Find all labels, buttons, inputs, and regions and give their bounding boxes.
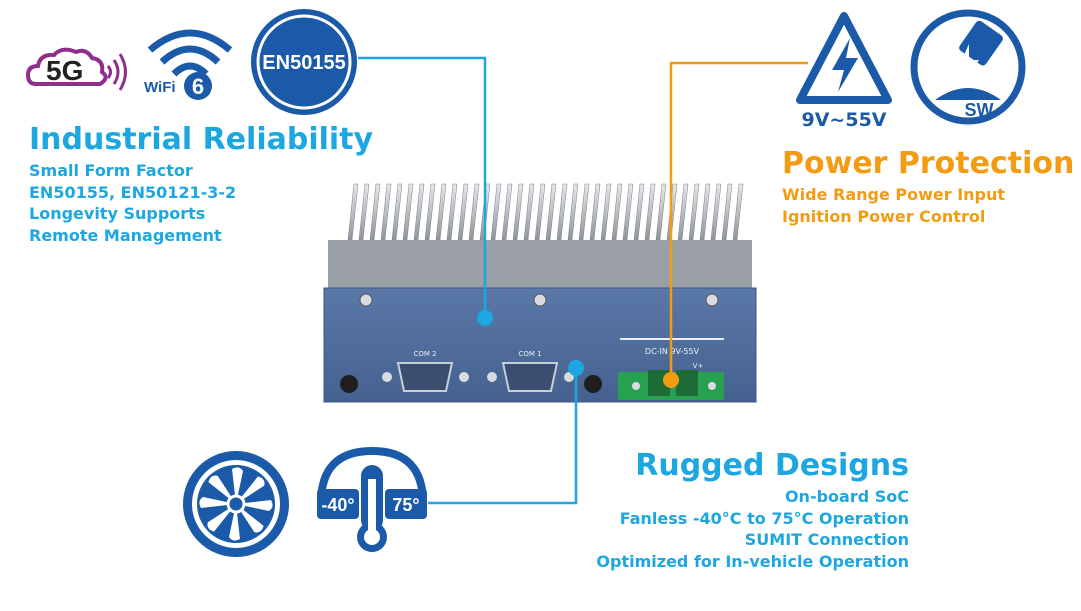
5g-cloud-icon: 5G: [25, 47, 127, 91]
fan-blade: [208, 475, 236, 504]
en50155-badge-icon: EN50155: [251, 9, 357, 115]
fanless-icon: [183, 451, 289, 557]
feature-item: Small Form Factor: [29, 161, 193, 180]
feature-item: EN50155, EN50121-3-2: [29, 182, 237, 202]
heatsink-fin: [523, 183, 535, 241]
5g-label: 5G: [46, 55, 83, 86]
feature-item: Longevity Supports: [29, 204, 206, 223]
feature-item: Optimized for In-vehicle Operation: [596, 551, 909, 571]
heatsink-fin: [721, 183, 733, 241]
heatsink-fin: [710, 183, 722, 241]
com2-label: COM 2: [413, 350, 436, 358]
voltage-warning-icon: [796, 12, 892, 104]
vplus-label: V+: [693, 362, 704, 370]
heatsink-fins: [347, 183, 744, 241]
fan-blade: [229, 504, 240, 541]
en50155-label: EN50155: [262, 52, 345, 74]
heatsink-fin: [347, 183, 359, 241]
heatsink-fin: [611, 183, 623, 241]
screw: [359, 293, 373, 307]
voltage-range-label: 9V~55V: [801, 109, 887, 131]
com1-port: [487, 362, 574, 392]
fan-blade: [236, 500, 273, 511]
heatsink-fin: [369, 183, 381, 241]
dc-in-label: DC-IN 9V-55V: [645, 347, 700, 356]
heatsink-fin: [457, 183, 469, 241]
power-connector-dot: [663, 372, 679, 388]
fan-blades: [199, 467, 273, 541]
screw: [705, 293, 719, 307]
heatsink-fin: [413, 183, 425, 241]
feature-item: Remote Management: [29, 225, 222, 245]
wifi6-icon: WiFi 6: [144, 29, 233, 100]
industrial-reliability-features: Small Form Factor EN50155, EN50121-3-2 L…: [29, 160, 236, 246]
power-protection-features: Wide Range Power Input Ignition Power Co…: [782, 184, 1005, 227]
power-connector: [669, 61, 808, 380]
heatsink-fin: [578, 183, 590, 241]
heatsink-fin: [556, 183, 568, 241]
antenna-plug: [340, 375, 358, 393]
feature-item: Wide Range Power Input: [782, 185, 1006, 204]
heatsink-fin: [644, 183, 656, 241]
heatsink-fin: [688, 183, 700, 241]
wifi-version-label: 6: [192, 74, 204, 99]
com2-port: [382, 362, 469, 392]
ignition-switch-icon: SW: [910, 9, 1026, 125]
rugged-designs-features: On-board SoC Fanless -40°C to 75°C Opera…: [596, 486, 909, 572]
wifi-label: WiFi: [144, 79, 176, 96]
com1-label: COM 1: [518, 350, 541, 358]
reliability-connector: [358, 56, 487, 318]
fan-blade: [236, 476, 265, 504]
feature-item: SUMIT Connection: [744, 530, 909, 549]
heatsink-fin: [600, 183, 612, 241]
antenna-plug: [584, 375, 602, 393]
temp-low-label: -40°: [321, 495, 354, 515]
heatsink-fin: [468, 183, 480, 241]
heatsink-fin: [402, 183, 414, 241]
heatsink-fin: [446, 183, 458, 241]
reliability-connector-dot: [477, 310, 493, 326]
screw: [533, 293, 547, 307]
feature-item: On-board SoC: [784, 487, 909, 506]
heatsink-base: [328, 240, 752, 292]
heatsink-fin: [501, 183, 513, 241]
rugged-connector: [428, 368, 578, 505]
heatsink-fin: [732, 183, 744, 241]
fan-blade: [207, 503, 236, 532]
box-pc-device: COM 2 COM 1 DC-IN 9V-55V V+: [323, 183, 757, 403]
feature-item: Fanless -40°C to 75°C Operation: [619, 508, 909, 528]
heatsink-fin: [380, 183, 392, 241]
fan-blade: [199, 497, 236, 508]
temp-high-label: 75°: [392, 495, 419, 515]
heatsink-fin: [435, 183, 447, 241]
heatsink-fin: [677, 183, 689, 241]
fan-blade: [236, 504, 264, 533]
temperature-range-icon: -40° 75°: [317, 446, 427, 552]
heatsink-fin: [358, 183, 370, 241]
rugged-designs-title: Rugged Designs: [635, 448, 909, 483]
heatsink-fin: [534, 183, 546, 241]
industrial-reliability-title: Industrial Reliability: [29, 122, 374, 157]
rugged-connector-dot: [568, 360, 584, 376]
fan-blade: [232, 467, 243, 504]
heatsink-fin: [490, 183, 502, 241]
heatsink-fin: [633, 183, 645, 241]
heatsink-fin: [699, 183, 711, 241]
heatsink-fin: [655, 183, 667, 241]
heatsink-fin: [424, 183, 436, 241]
switch-label: SW: [965, 100, 994, 120]
power-protection-title: Power Protection: [782, 146, 1075, 181]
heatsink-fin: [512, 183, 524, 241]
heatsink-fin: [567, 183, 579, 241]
heatsink-fin: [589, 183, 601, 241]
heatsink-fin: [391, 183, 403, 241]
heatsink-fin: [622, 183, 634, 241]
heatsink-fin: [545, 183, 557, 241]
feature-item: Ignition Power Control: [782, 206, 986, 226]
